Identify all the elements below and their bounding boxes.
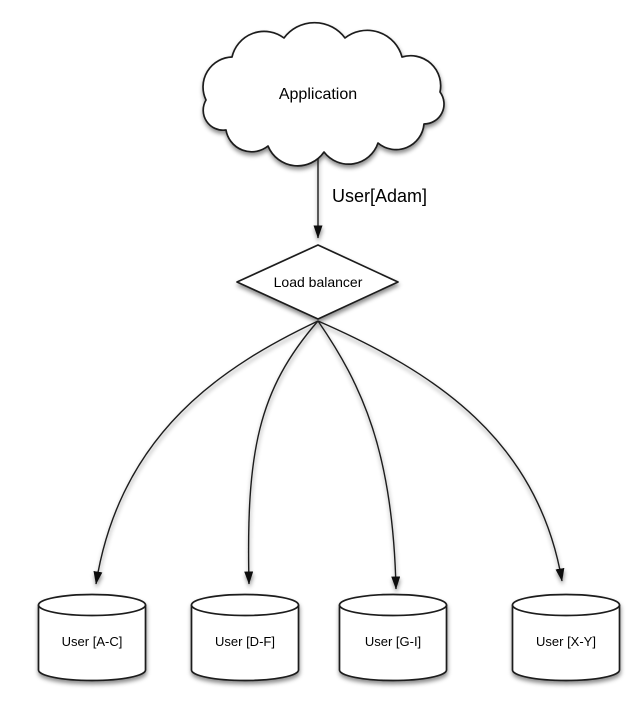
shard-0-label: User [A-C] xyxy=(62,634,123,649)
edge-load-balancer-to-shard-1 xyxy=(244,320,319,585)
application-label: Application xyxy=(279,86,357,103)
diagram-artwork xyxy=(37,21,621,682)
edge-load-balancer-to-shard-3 xyxy=(317,320,565,582)
shard-cylinder-0 xyxy=(37,593,147,682)
shard-cylinder-2 xyxy=(338,593,448,682)
shard-1-label: User [D-F] xyxy=(215,634,275,649)
cylinder-body xyxy=(190,605,300,682)
cylinder-top xyxy=(511,593,621,617)
cylinder-body xyxy=(37,605,147,682)
cylinder-body xyxy=(511,605,621,682)
cylinder-top xyxy=(338,593,448,617)
cylinder-top xyxy=(190,593,300,617)
edge-load-balancer-to-shard-0 xyxy=(93,320,319,585)
load-balancer-label: Load balancer xyxy=(274,274,363,290)
shard-3-label: User [X-Y] xyxy=(536,634,596,649)
shard-cylinder-1 xyxy=(190,593,300,682)
edge-load-balancer-to-shard-2 xyxy=(317,320,401,590)
shard-cylinder-3 xyxy=(511,593,621,682)
cylinder-body xyxy=(338,605,448,682)
shard-2-label: User [G-I] xyxy=(365,634,421,649)
application-cloud-shape xyxy=(202,21,445,167)
edge-user-adam-label: User[Adam] xyxy=(332,186,427,206)
cylinder-top xyxy=(37,593,147,617)
load-balancer-diamond-shape xyxy=(236,244,399,320)
